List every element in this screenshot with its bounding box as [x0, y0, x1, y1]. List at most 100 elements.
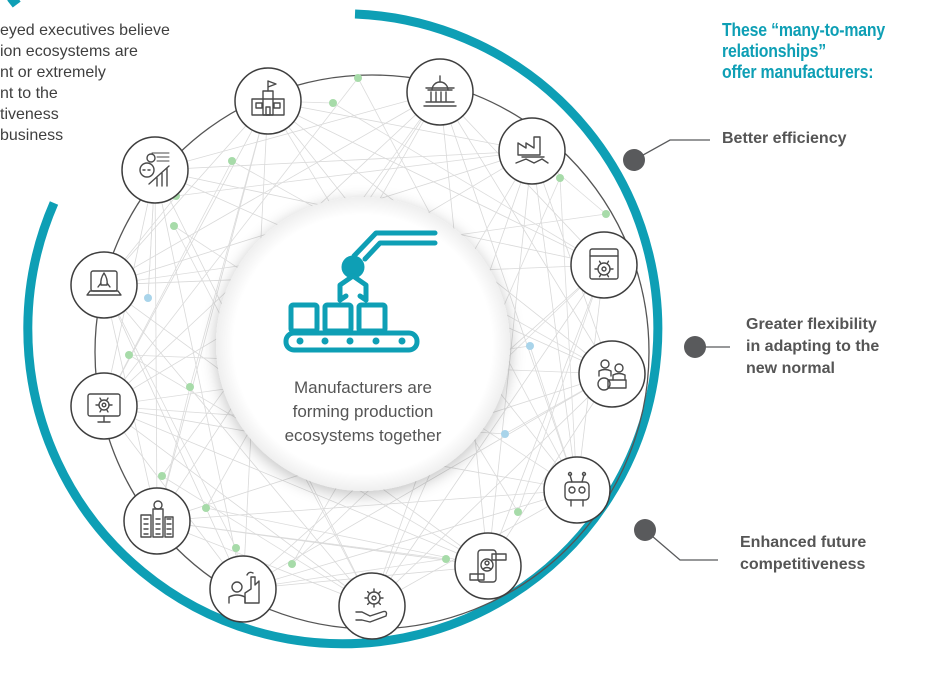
network-line [103, 100, 269, 286]
network-node-dot [288, 560, 296, 568]
network-node-dot [202, 504, 210, 512]
network-line [439, 91, 613, 375]
network-line [439, 91, 578, 491]
center-disc [216, 197, 510, 491]
marker-efficiency [623, 149, 645, 171]
icon-badge [338, 572, 406, 640]
benefit-line: Greater flexibility [746, 316, 877, 333]
network-line [103, 284, 244, 590]
intro-line: business [0, 127, 64, 144]
network-node-dot [514, 508, 522, 516]
robotic-arm-conveyor-icon [283, 230, 438, 353]
network-line [267, 100, 605, 266]
network-line [242, 489, 578, 590]
network-line [154, 169, 158, 522]
network-line [175, 150, 533, 197]
outer-arc-top-left [7, 0, 21, 8]
intro-line: nt to the [0, 85, 58, 102]
benefit-line: competitiveness [740, 556, 866, 573]
network-line [103, 160, 233, 407]
marker-competitiveness [634, 519, 656, 541]
growth-ideas-icon [121, 136, 189, 204]
center-caption: Manufacturers are forming production eco… [245, 376, 481, 448]
network-node-dot [556, 174, 564, 182]
icon-badge [70, 372, 138, 440]
network-node-dot [442, 555, 450, 563]
school-building-icon [234, 67, 302, 135]
intro-line: tiveness [0, 106, 59, 123]
marker-flexibility [684, 336, 706, 358]
network-node-dot [329, 99, 337, 107]
network-node-dot [232, 544, 240, 552]
network-nodes [125, 74, 610, 568]
network-line [487, 150, 533, 567]
hand-gear-icon [338, 572, 406, 640]
network-node-dot [354, 74, 362, 82]
benefit-flexibility: Greater flexibility in adapting to the n… [746, 314, 879, 380]
offer-heading-line: These “many-to-many [722, 20, 886, 40]
network-line [103, 405, 489, 567]
network-node-dot [170, 222, 178, 230]
laptop-rocket-icon [70, 251, 138, 319]
network-node-dot [501, 430, 509, 438]
network-line [161, 475, 373, 607]
intro-line: eyed executives believe [0, 22, 170, 39]
smart-city-buildings-icon [123, 487, 191, 555]
offer-heading-line: offer manufacturers: [722, 62, 874, 82]
benefit-competitiveness: Enhanced future competitiveness [740, 532, 866, 576]
center-caption-line: Manufacturers are [294, 378, 432, 397]
benefit-line: Better efficiency [722, 130, 847, 147]
network-line [154, 169, 244, 590]
benefit-line: new normal [746, 360, 835, 377]
offer-heading: These “many-to-many relationships” offer… [722, 20, 916, 83]
network-line [156, 520, 447, 560]
network-line [103, 284, 373, 607]
network-node-dot [158, 472, 166, 480]
icon-badge [234, 67, 302, 135]
computer-gear-icon [70, 372, 138, 440]
factory-handshake-icon [498, 117, 566, 185]
network-line [559, 177, 578, 491]
network-node-dot [526, 342, 534, 350]
network-node-dot [125, 351, 133, 359]
benefit-efficiency: Better efficiency [722, 128, 847, 150]
network-line [531, 150, 578, 491]
offer-heading-line: relationships” [722, 41, 827, 61]
network-line [189, 100, 269, 388]
network-line [205, 507, 489, 567]
network-line [487, 264, 605, 567]
icon-badge [498, 117, 566, 185]
mobile-collaboration-icon [454, 532, 522, 600]
network-line [103, 77, 359, 407]
ring-icons [70, 58, 646, 640]
center-caption-line: forming production [292, 402, 434, 421]
industrial-worker-icon [209, 555, 277, 623]
icon-badge [406, 58, 474, 126]
network-line [103, 405, 373, 607]
icon-badge [578, 340, 646, 408]
network-line [103, 284, 237, 549]
benefit-line: Enhanced future [740, 534, 867, 551]
browser-settings-icon [570, 231, 638, 299]
network-node-dot [186, 383, 194, 391]
network-node-dot [602, 210, 610, 218]
network-line [154, 150, 533, 171]
intro-line: ion ecosystems are [0, 43, 138, 60]
icon-badge [454, 532, 522, 600]
icon-badge [123, 487, 191, 555]
icon-badge [209, 555, 277, 623]
intro-line: nt or extremely [0, 64, 106, 81]
intro-text: eyed executives believe ion ecosystems a… [0, 20, 248, 146]
network-line [242, 558, 447, 590]
network-line [371, 373, 613, 607]
benefit-line: in adapting to the [746, 338, 880, 355]
network-line [154, 91, 441, 171]
icon-badge [121, 136, 189, 204]
icon-badge [543, 456, 611, 524]
center-caption-line: ecosystems together [284, 426, 442, 445]
business-meeting-icon [578, 340, 646, 408]
robot-icon [543, 456, 611, 524]
network-line [332, 102, 605, 266]
network-node-dot [144, 294, 152, 302]
